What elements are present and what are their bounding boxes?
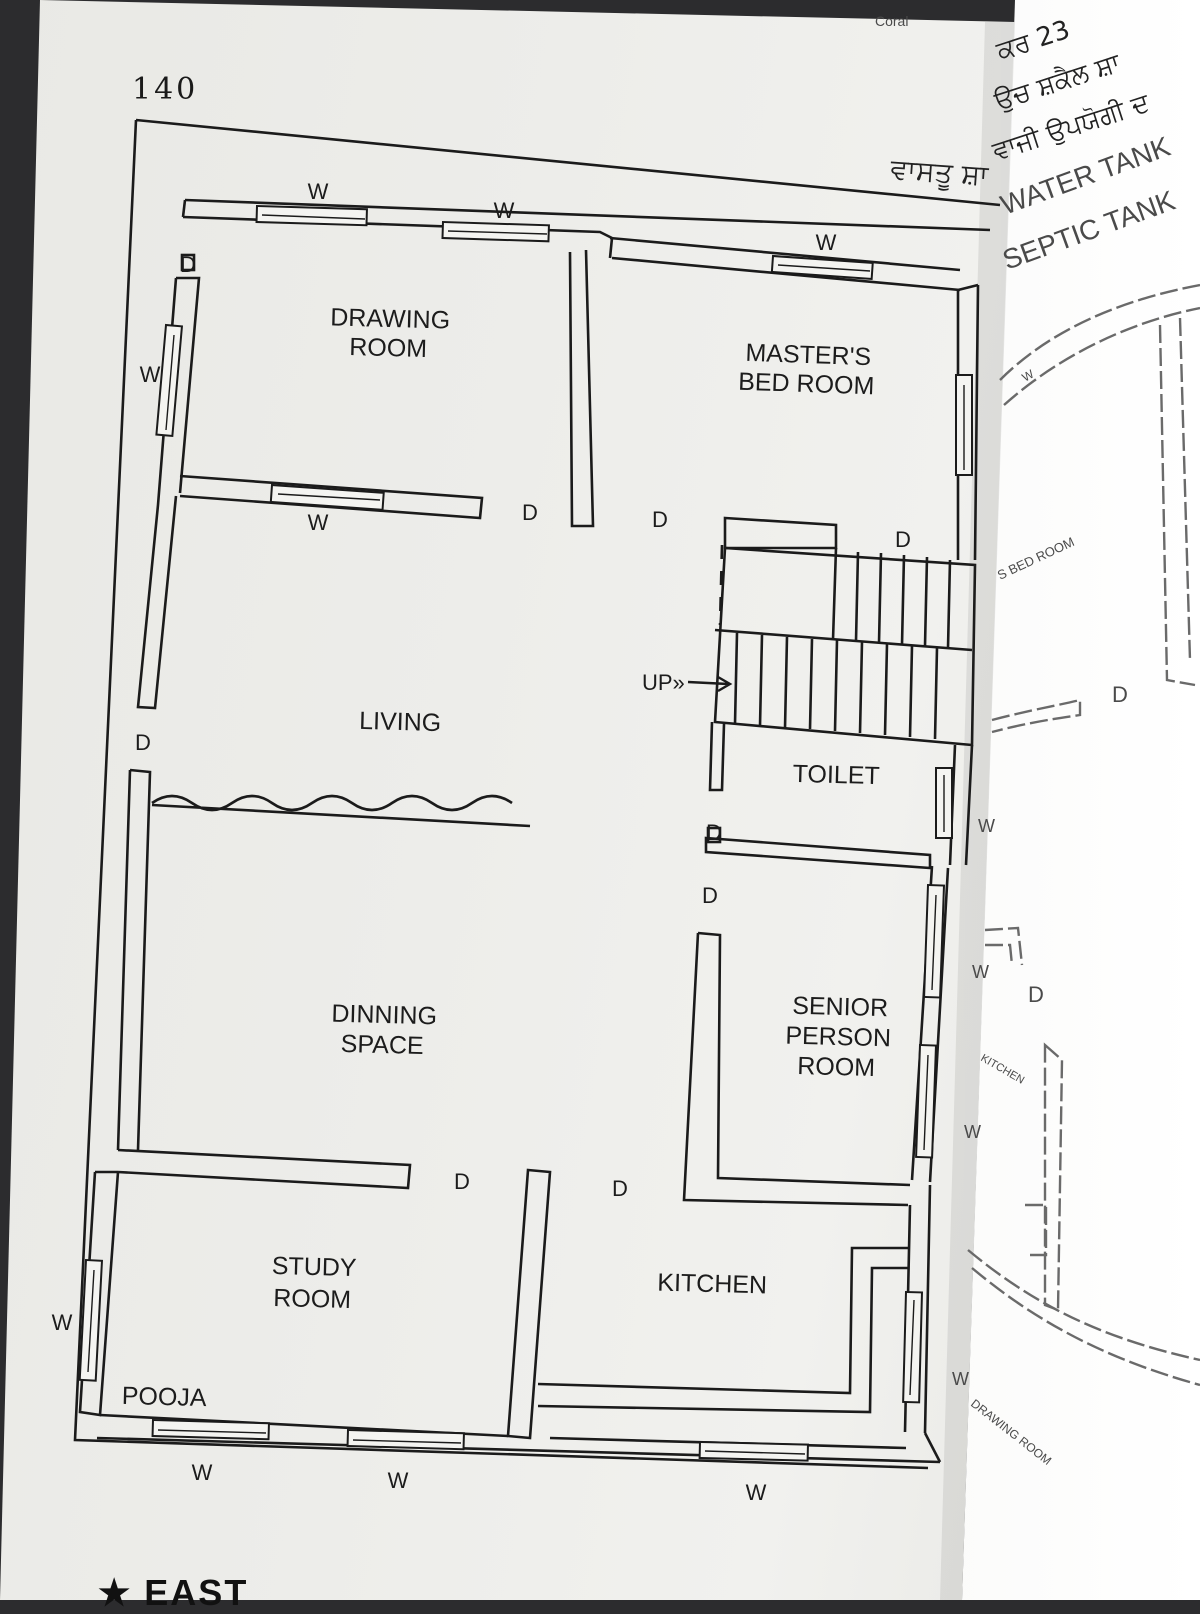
wall-dinning-study <box>117 1148 412 1190</box>
right-page-drawing-room: DRAWING ROOM <box>968 1396 1054 1468</box>
room-label-senior-2: PERSON <box>785 1022 891 1053</box>
room-label-pooja: POOJA <box>121 1382 207 1412</box>
window-bottom-3 <box>698 1440 809 1462</box>
plan-outer-boundary <box>73 118 1001 1470</box>
window-marker: W <box>308 179 329 204</box>
plan-line <box>923 1432 942 1463</box>
right-plan-curve-bottom <box>967 1249 1200 1387</box>
curtain <box>151 794 531 828</box>
right-page-bed-room: S BED ROOM <box>995 534 1077 583</box>
window-marker: W <box>140 362 161 387</box>
stair-dashed-line <box>718 544 724 626</box>
window-marker: W <box>52 1310 73 1335</box>
star-icon: ★ <box>98 1572 133 1613</box>
window-bottom-1 <box>151 1418 270 1441</box>
window-top-2 <box>441 220 550 243</box>
room-label-dinning-2: SPACE <box>340 1030 424 1060</box>
door-marker: D <box>895 527 911 552</box>
door-marker: D <box>652 507 668 532</box>
window-bottom-2 <box>346 1428 465 1451</box>
wall-study-kitchen <box>506 1168 552 1440</box>
right-page-door-1: D <box>1112 682 1128 707</box>
right-page-window-3: W <box>964 1122 981 1142</box>
wall-top-right <box>609 236 961 292</box>
room-label-study-2: ROOM <box>273 1284 351 1314</box>
door-stub-toilet <box>706 826 722 844</box>
room-label-study-1: STUDY <box>271 1252 357 1282</box>
stair-up-label: UP» <box>642 670 685 695</box>
stair-up-arrow-icon <box>687 675 733 693</box>
room-label-drawing-1: DRAWING <box>330 303 451 334</box>
door-marker: D <box>522 500 538 525</box>
door-stub-drawing <box>180 253 196 272</box>
page-header-punjabi: ਵਾਸਤੂ ਸ਼ਾ <box>888 152 990 194</box>
stair-mid-line <box>714 628 973 652</box>
plan-line <box>608 237 614 259</box>
right-page-punjabi-line-1: ਕਰ 23 <box>992 15 1074 67</box>
window-marker: W <box>308 510 329 535</box>
wall-right-toilet <box>948 744 974 866</box>
wall-toilet-bottom <box>704 836 932 870</box>
kitchen-counter <box>537 1246 908 1414</box>
room-label-masters-2: BED ROOM <box>738 368 875 401</box>
window-marker: W <box>816 230 837 255</box>
wall-drawing-master <box>568 249 595 528</box>
stair-landing <box>723 516 838 550</box>
room-label-drawing-2: ROOM <box>349 333 427 363</box>
right-plan-curve-mid <box>991 698 1082 734</box>
right-plan-wall-lower <box>1043 1042 1064 1312</box>
stair-treads-upper <box>831 547 952 649</box>
plan-line <box>87 214 965 1455</box>
window-marker: W <box>494 198 515 223</box>
wall-senior-left <box>682 931 911 1207</box>
plan-line <box>181 199 187 218</box>
footer-heading-text: EAST <box>144 1572 249 1613</box>
window-marker: W <box>192 1460 213 1485</box>
page-number: 140 <box>132 72 199 107</box>
page-footer-heading: ★ EAST <box>98 1572 248 1614</box>
right-page-window-4: W <box>952 1369 969 1389</box>
right-page-window-1: W <box>978 816 995 836</box>
window-marker: W <box>388 1468 409 1493</box>
window-top-1 <box>255 204 368 227</box>
room-label-masters-1: MASTER'S <box>745 339 872 371</box>
right-page-window-2: W <box>972 962 989 982</box>
wall-left-lower <box>116 768 152 1151</box>
window-marker: W <box>746 1480 767 1505</box>
right-plan-stub <box>984 926 1024 966</box>
door-marker: D <box>706 820 722 845</box>
door-marker: D <box>612 1176 628 1201</box>
stair-treads-lower <box>733 632 939 740</box>
door-marker: D <box>454 1169 470 1194</box>
right-page-corner-text: Coral <box>875 13 908 29</box>
door-marker: D <box>702 883 718 908</box>
room-label-kitchen: KITCHEN <box>657 1269 767 1300</box>
right-plan-wall-vertical <box>1158 317 1196 687</box>
right-plan-curve-top <box>999 283 1200 406</box>
room-label-senior-1: SENIOR <box>792 992 889 1022</box>
window-left-upper <box>155 323 184 438</box>
door-marker: D <box>180 252 196 277</box>
room-label-toilet: TOILET <box>792 760 880 790</box>
plan-line <box>957 283 979 292</box>
door-marker: D <box>135 730 151 755</box>
right-plan-fixture <box>1025 1203 1048 1257</box>
right-page-kitchen: KITCHEN <box>979 1052 1027 1087</box>
room-label-dinning-1: DINNING <box>331 1000 437 1031</box>
room-label-living: LIVING <box>359 707 442 737</box>
right-page-door-2: D <box>1028 982 1044 1007</box>
room-label-senior-3: ROOM <box>797 1052 875 1082</box>
wall-toilet-left <box>708 721 726 792</box>
